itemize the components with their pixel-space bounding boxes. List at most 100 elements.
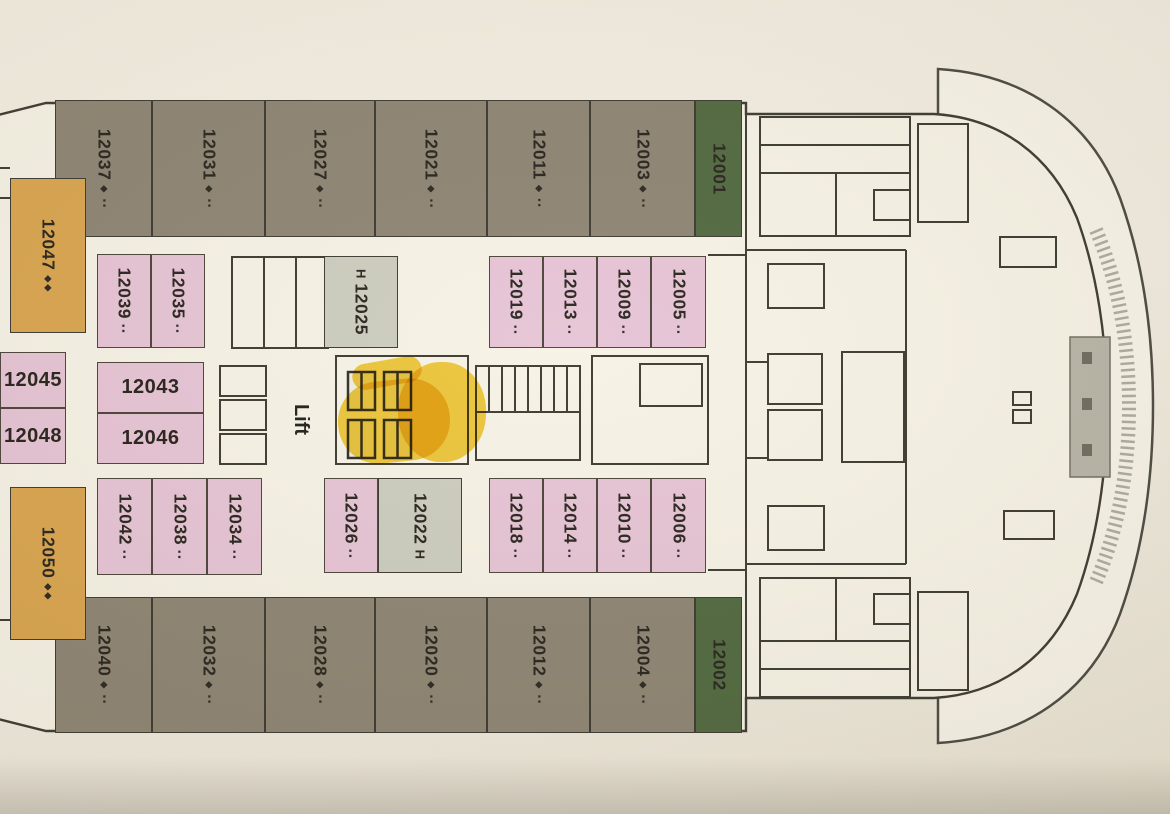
berth-symbols: ◆ ▪▪ (99, 184, 109, 209)
cabin-12048: 12048 (0, 408, 66, 464)
berth-symbols: ◆◆ (43, 582, 54, 601)
cabin-12013: 12013 ▪▪ (543, 256, 597, 348)
cabin-12050: 12050 ◆◆ (10, 487, 86, 640)
lift-label: Lift (290, 403, 313, 435)
berth-symbols: ◆ ▪▪ (638, 184, 648, 209)
cabin-number: 12018 (506, 491, 527, 544)
berth-symbols: ◆ ▪▪ (638, 681, 648, 706)
cabin-12002: 12002 (695, 597, 742, 733)
cabin-12014: 12014 ▪▪ (543, 478, 597, 573)
cabin-12034: 12034▪▪ (207, 478, 262, 575)
cabin-number: 12012 (529, 624, 549, 677)
berth-symbols: ▪▪ (565, 325, 575, 336)
accessible-marker: H (353, 268, 369, 279)
cabin-number: 12045 (3, 368, 63, 391)
cabin-number: 12005 (669, 268, 689, 321)
cabin-number: 12028 (310, 624, 331, 677)
cabin-number: 12022 (410, 492, 431, 545)
cabin-12045: 12045 (0, 352, 66, 408)
cabin-12047: 12047 ◆◆ (10, 178, 86, 333)
cabin-number: 12006 (669, 491, 689, 544)
cabin-number: 12013 (560, 268, 581, 321)
cabin-12020: 12020 ◆ ▪▪ (375, 597, 487, 733)
cabin-number: 12046 (121, 427, 180, 449)
cabin-number: 12011 (529, 128, 549, 180)
cabin-number: 12019 (506, 268, 527, 321)
cabin-12018: 12018 ▪▪ (489, 478, 543, 573)
cabin-number: 12040 (94, 624, 114, 677)
cabin-number: 12020 (421, 624, 442, 677)
accessible-marker: H (412, 549, 428, 559)
cabin-number: 12003 (633, 128, 653, 180)
cabin-number: 12037 (94, 128, 114, 180)
cabin-12011: 12011 ◆ ▪▪ (487, 100, 590, 237)
cabin-12032: 12032 ◆ ▪▪ (152, 597, 265, 733)
berth-symbols: ◆ ▪▪ (426, 184, 437, 209)
cabin-12003: 12003 ◆ ▪▪ (590, 100, 695, 237)
berth-symbols: ▪▪ (119, 324, 129, 335)
berth-symbols: ▪▪ (511, 325, 521, 336)
berth-symbols: ▪▪ (673, 548, 684, 560)
cabin-12012: 12012 ◆ ▪▪ (487, 597, 590, 733)
cabin-12005: 12005 ▪▪ (651, 256, 706, 348)
bow-tip-structure (1069, 336, 1111, 478)
cabin-number: 12039 (114, 267, 135, 320)
cabin-12043: 12043 (97, 362, 204, 413)
cabin-12026: 12026 ▪▪ (324, 478, 378, 573)
cabin-12042: 12042 ▪▪ (97, 478, 152, 575)
berth-symbols: ▪▪ (619, 548, 629, 560)
cabin-number: 12047 (38, 218, 59, 270)
cabin-number: 12050 (38, 526, 59, 578)
berth-symbols: ◆ ▪▪ (534, 184, 544, 209)
berth-symbols: ▪▪ (511, 548, 521, 560)
bow-hatch-band (1089, 227, 1137, 585)
cabin-12038: 12038▪▪ (152, 478, 207, 575)
berth-symbols: ▪▪ (174, 549, 185, 561)
berth-symbols: ▪▪ (229, 549, 240, 561)
cabin-12010: 12010 ▪▪ (597, 478, 651, 573)
berth-symbols: ▪▪ (346, 548, 356, 560)
berth-symbols: ◆ ▪▪ (99, 681, 109, 706)
cabin-number: 12001 (709, 142, 729, 195)
cabin-number: 12002 (709, 639, 729, 691)
cabin-12025-accessible: H 12025 (324, 256, 398, 348)
cabin-12019: 12019 ▪▪ (489, 256, 543, 348)
cabin-number: 12042 (115, 492, 135, 545)
cabin-12035: 12035▪▪ (151, 254, 205, 348)
cabin-number: 12032 (199, 624, 219, 677)
berth-symbols: ◆ ▪▪ (315, 681, 326, 706)
berth-symbols: ◆◆ (43, 274, 54, 293)
cabin-12021: 12021 ◆ ▪▪ (375, 100, 487, 237)
cabin-12031: 12031◆ ▪▪ (152, 100, 265, 237)
berth-symbols: ▪▪ (673, 325, 684, 336)
cabin-number: 12026 (341, 491, 362, 544)
cabin-number: 12027 (310, 128, 331, 180)
cabin-number: 12010 (614, 491, 635, 544)
cabin-12001: 12001 (695, 100, 742, 237)
bow-structures (746, 116, 1057, 698)
berth-symbols: ◆ ▪▪ (204, 681, 214, 706)
cabin-12046: 12046 (97, 413, 204, 464)
cabin-12006: 12006 ▪▪ (651, 478, 706, 573)
cabin-number: 12043 (121, 376, 180, 398)
cabin-number: 12004 (633, 624, 653, 677)
berth-symbols: ▪▪ (619, 325, 629, 336)
cabin-number: 12009 (614, 268, 635, 321)
cabin-number: 12025 (351, 283, 372, 336)
cabin-number: 12035 (168, 267, 189, 320)
cabin-12004: 12004 ◆ ▪▪ (590, 597, 695, 733)
berth-symbols: ◆ ▪▪ (534, 681, 544, 706)
berth-symbols: ◆ ▪▪ (315, 184, 326, 209)
berth-symbols: ◆ ▪▪ (204, 184, 214, 209)
cabin-number: 12021 (421, 128, 442, 180)
cabin-12028: 12028 ◆ ▪▪ (265, 597, 375, 733)
cabin-12009: 12009 ▪▪ (597, 256, 651, 348)
berth-symbols: ◆ ▪▪ (426, 681, 437, 706)
cabin-number: 12048 (3, 424, 63, 447)
cabin-number: 12014 (560, 491, 581, 544)
berth-symbols: ▪▪ (565, 548, 575, 560)
berth-symbols: ▪▪ (119, 549, 130, 561)
